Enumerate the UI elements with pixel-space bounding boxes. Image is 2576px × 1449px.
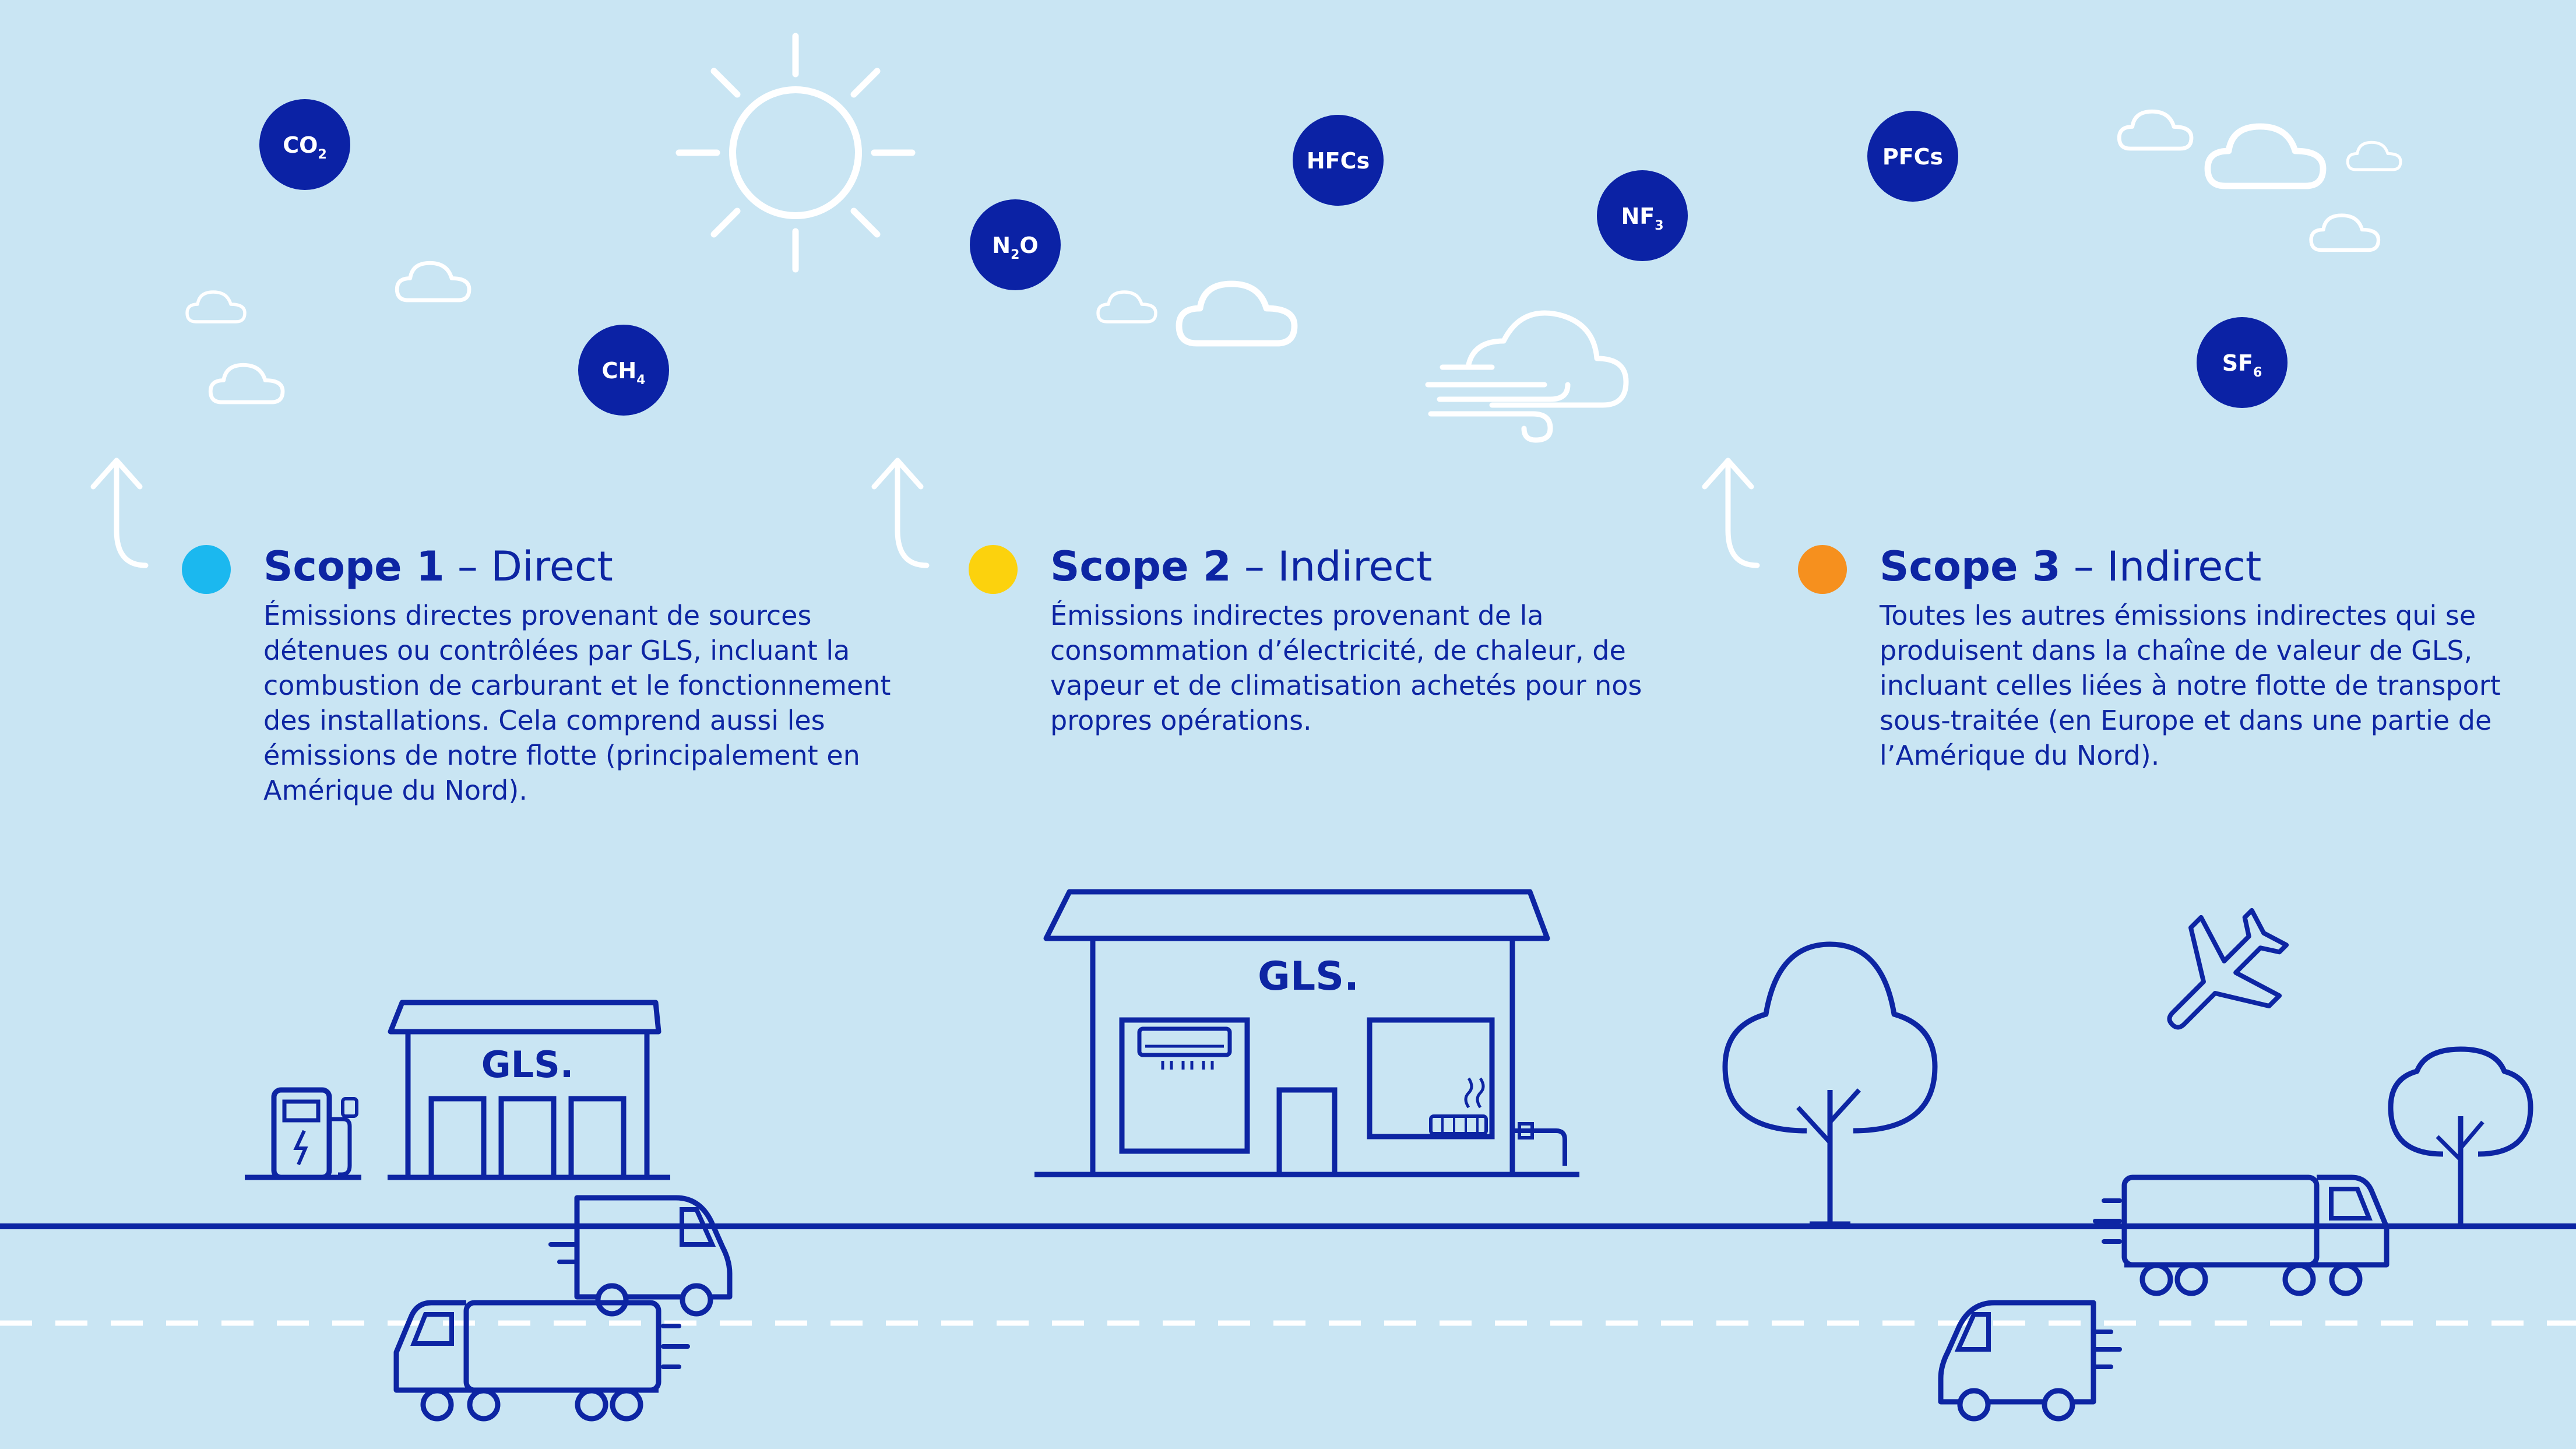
- cloud-icon: [2119, 111, 2191, 149]
- svg-text:CO2: CO2: [283, 132, 327, 162]
- cloud-icon: [1179, 284, 1294, 343]
- scope-2-block: Scope 2 – Indirect Émissions indirectes …: [969, 539, 1662, 738]
- scope-3-type: – Indirect: [2060, 543, 2262, 590]
- scope-3-dot: [1798, 545, 1847, 594]
- scope-1-dot: [182, 545, 231, 594]
- scope-3-label: Scope 3: [1880, 543, 2061, 590]
- svg-text:PFCs: PFCs: [1882, 144, 1943, 170]
- airplane-icon: [2167, 908, 2289, 1030]
- gas-badge-n2o: N2O: [970, 199, 1061, 290]
- scope-3-description: Toutes les autres émissions indirectes q…: [1880, 599, 2501, 771]
- van-icon: [1941, 1303, 2120, 1419]
- cloud-icon: [187, 292, 245, 322]
- cloud-icon: [2348, 142, 2401, 170]
- scope-1-type: – Direct: [444, 543, 613, 590]
- gas-badge-hfcs: HFCs: [1293, 115, 1384, 206]
- cloud-icon: [2208, 126, 2323, 186]
- tree-icon: [1722, 941, 1938, 1227]
- air-conditioner-icon: [1137, 1026, 1232, 1070]
- cloud-icon: [1098, 292, 1156, 322]
- radiator-icon: [1429, 1077, 1488, 1135]
- van-icon: [551, 1198, 730, 1314]
- cloud-icon: [2311, 216, 2379, 251]
- scope-3-block: Scope 3 – Indirect Toutes les autres émi…: [1798, 539, 2526, 773]
- gas-badge-nf3: NF3: [1597, 170, 1688, 261]
- scope-2-description: Émissions indirectes provenant de la con…: [1050, 599, 1642, 736]
- arrow-up-icon: [1705, 460, 1757, 565]
- scope-2-title: Scope 2 – Indirect: [1050, 539, 1662, 595]
- sun-icon: [675, 33, 916, 273]
- depot-building-icon: GLS.: [388, 1000, 670, 1180]
- scope-2-label: Scope 2: [1050, 543, 1231, 590]
- gas-badge-pfcs: PFCs: [1867, 111, 1958, 202]
- cloud-icon: [397, 263, 469, 300]
- truck-icon: [396, 1303, 688, 1419]
- scope-2-type: – Indirect: [1231, 543, 1433, 590]
- svg-text:SF6: SF6: [2222, 350, 2262, 380]
- gas-badge-sf6: SF6: [2197, 317, 2288, 408]
- svg-text:GLS.: GLS.: [1258, 954, 1359, 1000]
- office-building-icon: GLS.: [1034, 889, 1579, 1177]
- cloud-icon: [210, 365, 283, 402]
- scope-1-label: Scope 1: [263, 543, 445, 590]
- scope-1-block: Scope 1 – Direct Émissions directes prov…: [182, 539, 922, 808]
- tree-icon: [2388, 1046, 2533, 1224]
- svg-text:N2O: N2O: [992, 233, 1038, 262]
- scope-2-dot: [969, 545, 1018, 594]
- arrow-up-icon: [93, 460, 146, 565]
- gas-badge-ch4: CH4: [578, 325, 669, 416]
- scope-3-title: Scope 3 – Indirect: [1880, 539, 2526, 595]
- truck-icon: [2095, 1177, 2387, 1293]
- svg-text:GLS.: GLS.: [481, 1043, 574, 1086]
- scope-1-description: Émissions directes provenant de sources …: [263, 599, 891, 806]
- svg-text:HFCs: HFCs: [1307, 148, 1370, 174]
- svg-text:CH4: CH4: [601, 358, 645, 388]
- wind-cloud-icon: [1425, 310, 1629, 443]
- water-tap-icon: [1512, 1122, 1567, 1166]
- charging-station-icon: [245, 1087, 361, 1180]
- svg-text:NF3: NF3: [1621, 203, 1663, 233]
- gas-badge-co2: CO2: [259, 99, 350, 190]
- scope-1-title: Scope 1 – Direct: [263, 539, 922, 595]
